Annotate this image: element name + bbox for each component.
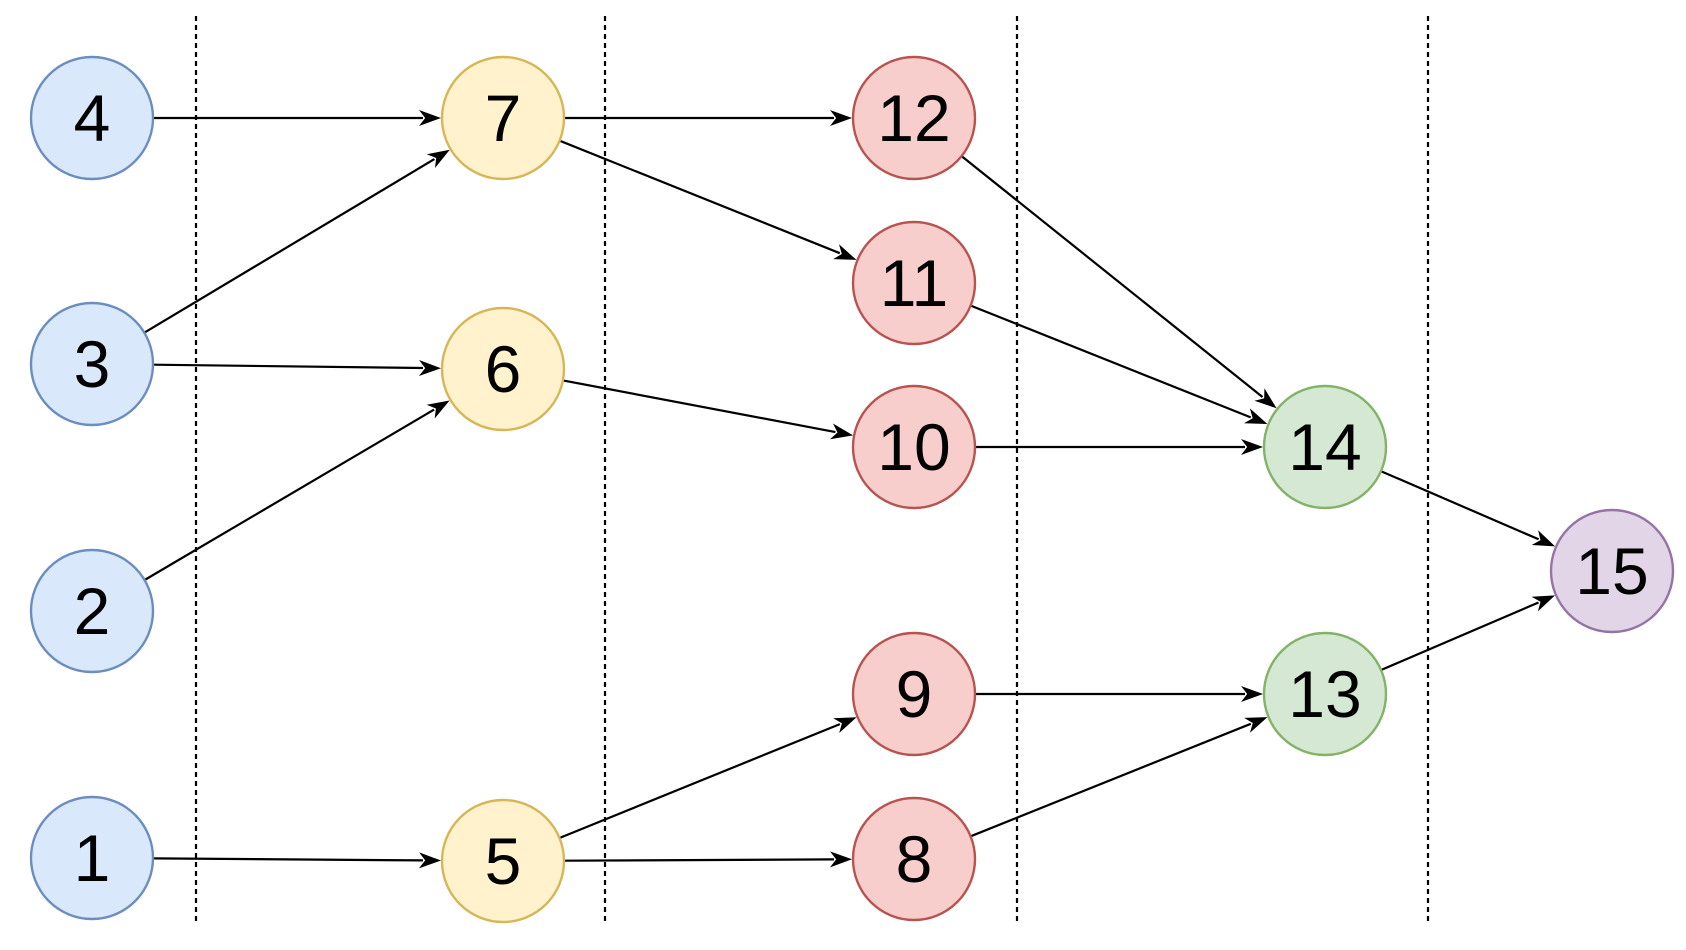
- node-label: 5: [485, 824, 522, 898]
- arrowhead: [1244, 717, 1268, 733]
- node-circle: [440, 55, 566, 181]
- arrowhead: [830, 851, 852, 868]
- node-label: 12: [877, 81, 950, 155]
- node-circle: [29, 548, 155, 674]
- edge-line: [563, 858, 835, 862]
- node-circle: [29, 795, 155, 921]
- edge-line: [1380, 601, 1539, 672]
- edge-line: [144, 408, 435, 581]
- node-label: 4: [74, 81, 111, 155]
- edge-12-to-14: [960, 155, 1277, 409]
- stage-dividers: [194, 16, 1430, 924]
- arrowhead: [1531, 595, 1555, 612]
- node-circle: [851, 55, 977, 181]
- edge-7-to-11: [559, 139, 857, 260]
- node-circle: [29, 55, 155, 181]
- node-2: 2: [29, 548, 155, 674]
- edge-line: [960, 155, 1264, 398]
- edge-6-to-10: [562, 379, 854, 440]
- node-label: 10: [877, 410, 950, 484]
- edge-line: [143, 158, 435, 334]
- arrowhead: [1254, 388, 1277, 409]
- node-label: 9: [896, 657, 933, 731]
- edge-13-to-15: [1380, 595, 1555, 672]
- node-label: 14: [1288, 410, 1361, 484]
- node-circle: [851, 796, 977, 922]
- arrowhead: [1244, 408, 1268, 424]
- edge-8-to-13: [970, 717, 1268, 838]
- edge-11-to-14: [970, 304, 1268, 424]
- node-label: 7: [485, 81, 522, 155]
- edge-3-to-7: [143, 149, 450, 334]
- node-circle: [1549, 508, 1675, 634]
- node-8: 8: [851, 796, 977, 922]
- edge-1-to-5: [152, 852, 441, 869]
- arrowhead: [833, 717, 857, 733]
- arrowhead: [833, 244, 857, 260]
- node-11: 11: [851, 220, 977, 346]
- edge-line: [152, 857, 424, 862]
- node-7: 7: [440, 55, 566, 181]
- arrowhead: [830, 423, 854, 440]
- node-label: 1: [74, 821, 111, 895]
- node-9: 9: [851, 631, 977, 757]
- edge-5-to-8: [563, 851, 852, 868]
- edge-4-to-7: [153, 110, 441, 126]
- arrowhead: [1241, 439, 1263, 455]
- edge-line: [970, 722, 1252, 838]
- edge-2-to-6: [144, 400, 450, 581]
- edge-line: [559, 139, 841, 255]
- edge-line: [1380, 470, 1540, 541]
- node-circle: [851, 220, 977, 346]
- edge-line: [970, 304, 1252, 419]
- node-label: 11: [880, 246, 949, 320]
- arrowhead: [418, 360, 441, 376]
- arrowhead: [1531, 530, 1556, 547]
- edge-3-to-6: [152, 360, 441, 376]
- edge-14-to-15: [1380, 470, 1556, 547]
- edge-line: [559, 723, 841, 840]
- edge-line: [152, 363, 424, 370]
- node-14: 14: [1262, 384, 1388, 510]
- node-3: 3: [29, 301, 155, 427]
- node-13: 13: [1262, 631, 1388, 757]
- node-label: 8: [896, 822, 933, 896]
- arrowhead: [830, 110, 852, 126]
- edge-9-to-13: [975, 686, 1263, 702]
- edge-5-to-9: [559, 717, 857, 840]
- node-label: 13: [1288, 657, 1361, 731]
- node-10: 10: [851, 384, 977, 510]
- node-12: 12: [851, 55, 977, 181]
- arrowhead: [1241, 686, 1263, 702]
- arrowhead: [426, 400, 450, 419]
- node-circle: [851, 631, 977, 757]
- arrowhead: [418, 852, 441, 869]
- node-15: 15: [1549, 508, 1675, 634]
- node-4: 4: [29, 55, 155, 181]
- node-circle: [851, 384, 977, 510]
- edge-10-to-14: [975, 439, 1263, 455]
- arrowhead: [419, 110, 441, 126]
- edge-layer: [143, 110, 1556, 869]
- node-circle: [440, 306, 566, 432]
- node-label: 3: [74, 327, 111, 401]
- node-6: 6: [440, 306, 566, 432]
- node-label: 6: [485, 332, 522, 406]
- node-circle: [1262, 631, 1388, 757]
- node-circle: [1262, 384, 1388, 510]
- node-circle: [29, 301, 155, 427]
- node-label: 2: [74, 574, 111, 648]
- arrowhead: [426, 149, 450, 168]
- node-5: 5: [440, 798, 566, 924]
- node-1: 1: [29, 795, 155, 921]
- node-layer: 4 3 2 1 7 6 5 12 11 10 9 8 14 13 15: [29, 55, 1675, 924]
- node-circle: [440, 798, 566, 924]
- edge-line: [562, 379, 836, 434]
- node-label: 15: [1575, 534, 1648, 608]
- edge-7-to-12: [564, 110, 852, 126]
